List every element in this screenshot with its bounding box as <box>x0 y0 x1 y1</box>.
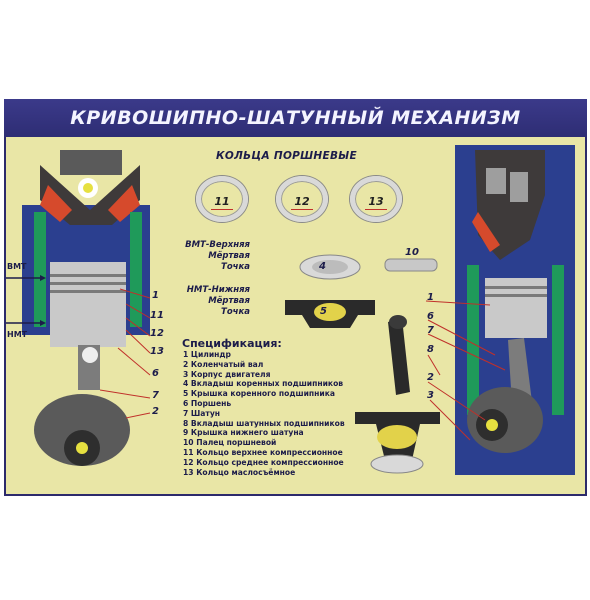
ring-label-12: 12 <box>294 195 310 208</box>
spec-item: 5 Крышка коренного подшипника <box>183 389 335 399</box>
spec-item: 12 Кольцо среднее компрессионное <box>183 457 344 467</box>
right-callout: 1 <box>427 292 434 303</box>
right-callout: 7 <box>427 325 434 336</box>
ring-12-image <box>276 176 328 222</box>
main-bearing-parts <box>285 254 438 328</box>
left-callout: 6 <box>152 368 159 379</box>
left-callout: 13 <box>150 346 164 357</box>
spec-title: Спецификация: <box>182 337 282 350</box>
left-callout: 7 <box>152 390 159 401</box>
ring-label-13: 13 <box>368 195 384 208</box>
left-callout: 1 <box>152 290 159 301</box>
ring-label-11: 11 <box>214 195 230 208</box>
spec-list: 1 Цилиндр 2 Коленчатый вал 3 Корпус двиг… <box>183 350 345 477</box>
spec-item: 7 Шатун <box>183 408 221 418</box>
spec-item: 8 Вкладыш шатунных подшипников <box>183 418 345 428</box>
title-bar: КРИВОШИПНО-ШАТУННЫЙ МЕХАНИЗМ <box>4 99 587 137</box>
right-callout: 3 <box>427 390 434 401</box>
bdc-side-label: НМТ <box>7 330 28 339</box>
spec-item: 1 Цилиндр <box>183 350 231 359</box>
right-callout: 6 <box>427 311 434 322</box>
part-number-5: 5 <box>320 306 327 317</box>
spec-item: 13 Кольцо маслосъёмное <box>183 467 296 477</box>
rings-title: КОЛЬЦА ПОРШНЕВЫЕ <box>216 150 357 162</box>
left-engine-cutaway <box>22 150 150 466</box>
connecting-rod-part <box>355 315 440 474</box>
ring-11-image <box>196 176 248 222</box>
left-callout: 2 <box>152 406 159 417</box>
tdc-side-label: ВМТ <box>7 262 27 271</box>
spec-item: 3 Корпус двигателя <box>183 369 271 379</box>
spec-item: 10 Палец поршневой <box>183 438 277 448</box>
part-number-10: 10 <box>405 247 419 258</box>
ring-13-image <box>350 176 402 222</box>
spec-item: 11 Кольцо верхнее компрессионное <box>183 447 343 457</box>
part-number-4: 4 <box>319 261 326 272</box>
left-callout: 12 <box>150 328 164 339</box>
spec-item: 9 Крышка нижнего шатуна <box>183 428 304 438</box>
poster-title: КРИВОШИПНО-ШАТУННЫЙ МЕХАНИЗМ <box>70 107 521 129</box>
right-callout: 2 <box>427 372 434 383</box>
spec-item: 6 Поршень <box>183 398 232 408</box>
right-engine-cutaway <box>455 145 575 475</box>
right-callout: 8 <box>427 344 434 355</box>
left-callout: 11 <box>150 310 164 321</box>
spec-item: 2 Коленчатый вал <box>183 359 264 369</box>
spec-item: 4 Вкладыш коренных подшипников <box>183 379 344 389</box>
